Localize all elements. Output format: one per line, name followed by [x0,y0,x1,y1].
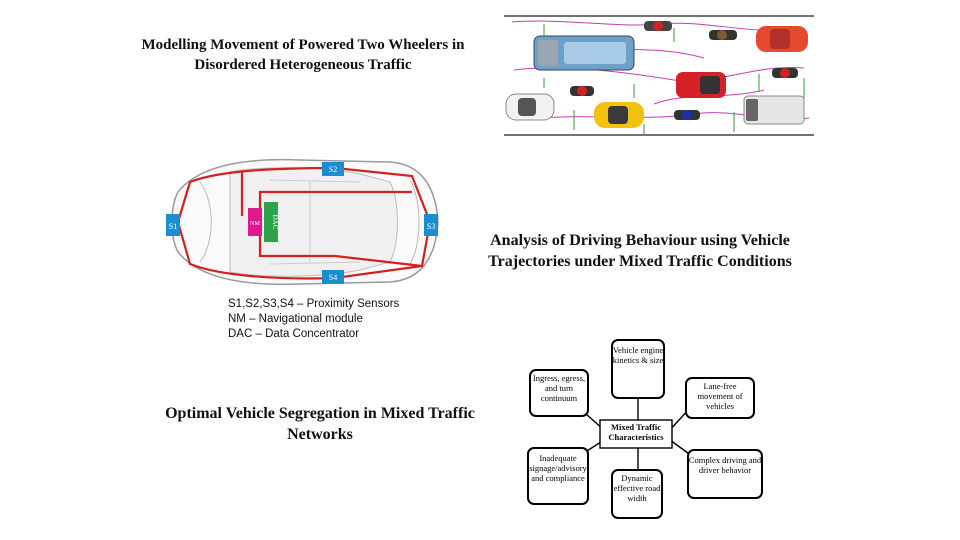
node-dynamic-width [611,469,663,519]
title-ptw-modelling: Modelling Movement of Powered Two Wheele… [141,37,465,73]
sensor-s1: S1 [166,214,180,236]
svg-text:S2: S2 [329,165,337,174]
node-label: Ingress, egress, and turn continuum [532,374,586,403]
sensor-s3: S3 [424,214,438,236]
svg-text:DAC: DAC [271,215,279,230]
van-white-icon [743,95,805,125]
car-red-sedan-icon [756,26,808,52]
node-label: Dynamic effective road width [613,474,661,503]
nm-module: NM [248,208,262,236]
traffic-scene-illustration [504,14,814,138]
mind-map-center-label: Mixed Traffic Characteristics [608,422,664,442]
bus-icon [533,35,635,71]
title-driving-behaviour: Analysis of Driving Behaviour using Vehi… [488,232,792,270]
mind-map-center [599,419,673,449]
dac-module: DAC [264,202,279,242]
node-label: Lane-free movement of vehicles [697,382,743,411]
node-label: Vehicle engine kinetics & size [612,346,664,365]
legend-dac: DAC – Data Concentrator [228,328,360,340]
node-label: Inadequate signage/advisory and complian… [529,454,587,483]
node-lane-free [685,377,755,419]
svg-text:S1: S1 [169,222,177,231]
node-inadequate-signage [527,447,589,505]
node-label: Complex driving and driver behavior [688,456,762,475]
car-diagram-legend: S1,S2,S3,S4 – Proximity Sensors NM – Nav… [228,297,399,342]
car-red-hatch-icon [676,72,726,98]
legend-nm: NM – Navigational module [228,313,363,325]
svg-text:S4: S4 [329,273,337,282]
motorbike-blue-icon [674,110,700,120]
motorbike-red-icon [644,21,672,31]
car-yellow-icon [594,102,644,128]
motorbike-red3-icon [772,68,798,78]
node-complex-driving [687,449,763,499]
legend-sensors: S1,S2,S3,S4 – Proximity Sensors [228,298,400,310]
svg-text:S3: S3 [427,222,435,231]
motorbike-red2-icon [570,86,594,96]
title-vehicle-segregation: Optimal Vehicle Segregation in Mixed Tra… [165,405,475,443]
car-white-icon [505,93,555,121]
motorbike-dark-icon [709,30,737,40]
sensor-s2: S2 [322,162,344,176]
mixed-traffic-mind-map: Mixed Traffic Characteristics Vehicle en… [527,339,763,519]
node-ingress-egress [529,369,589,417]
car-sensor-diagram: S1 S2 S3 S4 NM DAC [166,158,439,286]
svg-text:NM: NM [250,221,260,227]
node-vehicle-kinetics [611,339,665,399]
sensor-s4: S4 [322,270,344,284]
